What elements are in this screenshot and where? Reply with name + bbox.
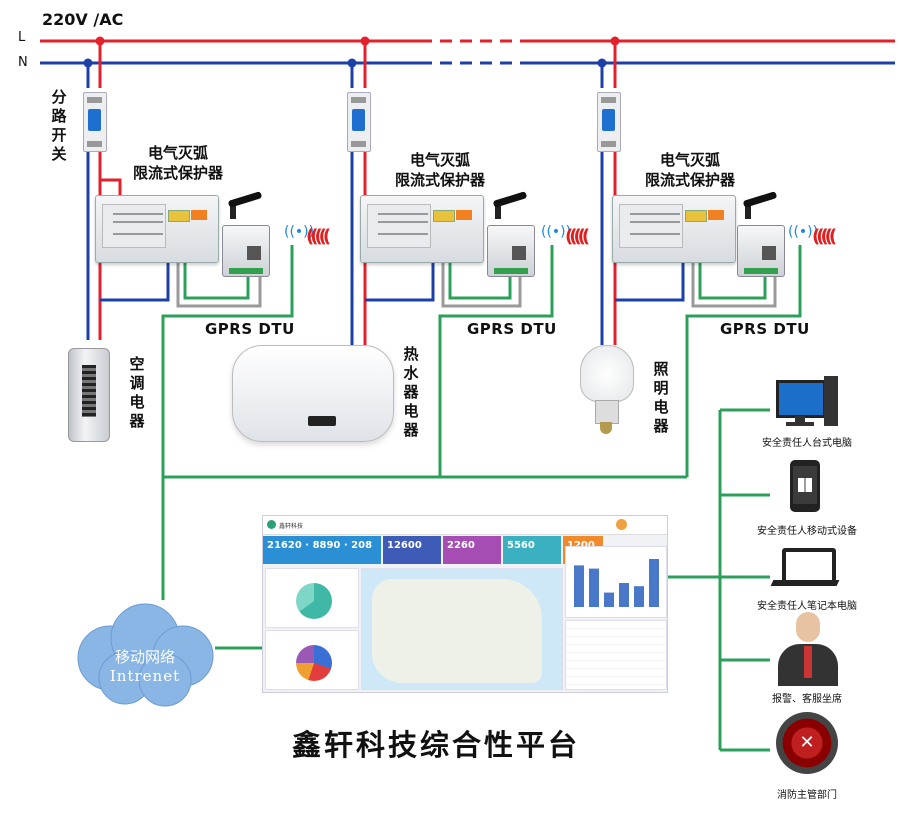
pie-panel-1 [265, 568, 359, 628]
phone-icon [790, 460, 820, 512]
alarm-list-panel [565, 620, 667, 690]
gprs-dtu-label-1: GPRS DTU [205, 320, 295, 338]
signal-waves-icon: ((((( [306, 226, 331, 247]
gprs-dtu-label-3: GPRS DTU [720, 320, 810, 338]
load-label-lighting: 照明电器 [653, 360, 669, 435]
signal-waves-icon: ((((( [812, 226, 837, 247]
wifi-icon: ((•)) [788, 224, 819, 240]
terminal-label-desktop: 安全责任人台式电脑 [762, 438, 852, 449]
breaker-2 [347, 92, 371, 152]
bar-mark [634, 586, 644, 607]
map-panel [361, 568, 563, 690]
bar-mark [574, 565, 584, 607]
neutral-label: N [18, 55, 28, 70]
brand-logo-icon [267, 520, 276, 529]
arc-protector-3 [612, 195, 736, 263]
wifi-icon: ((•)) [284, 224, 315, 240]
protector-title-1: 电气灭弧限流式保护器 [132, 144, 223, 182]
bar-mark [604, 592, 614, 607]
signal-waves-icon: ((((( [565, 226, 590, 247]
terminal-label-laptop: 安全责任人笔记本电脑 [757, 601, 857, 612]
load-label-ac: 空调电器 [129, 355, 145, 430]
gprs-dtu-1 [222, 225, 270, 277]
protector-title-2: 电气灭弧限流式保护器 [394, 151, 485, 189]
bar-chart [574, 559, 659, 607]
air-conditioner-icon [68, 348, 110, 442]
breaker-3 [597, 92, 621, 152]
laptop-icon [770, 548, 840, 588]
gprs-dtu-label-2: GPRS DTU [467, 320, 557, 338]
bar-mark [589, 568, 599, 607]
platform-dashboard: 鑫轩科技 21620 · 8890 · 208 12600 2260 5560 … [262, 515, 668, 693]
brand-name: 鑫轩科技 [279, 523, 304, 530]
terminal-label-mobile: 安全责任人移动式设备 [757, 526, 857, 537]
desktop-icon [776, 376, 838, 428]
fire-dept-icon: ✕ [776, 712, 838, 774]
gprs-dtu-2 [487, 225, 535, 277]
terminal-label-fire: 消防主管部门 [777, 790, 837, 801]
phase-label: L [18, 30, 26, 45]
breaker-1 [83, 92, 107, 152]
pie-panel-2 [265, 630, 359, 690]
cloud-icon [77, 603, 214, 707]
bar-mark [649, 559, 659, 607]
light-bulb-icon [580, 345, 634, 440]
bar-chart-panel [565, 546, 667, 618]
user-avatar [616, 519, 627, 530]
load-label-heater: 热水器电器 [403, 345, 419, 439]
platform-title: 鑫轩科技综合性平台 [292, 728, 581, 762]
voltage-label: 220V /AC [42, 10, 124, 29]
water-heater-icon [232, 345, 394, 442]
arc-protector-2 [360, 195, 484, 263]
wifi-icon: ((•)) [541, 224, 572, 240]
gprs-dtu-3 [737, 225, 785, 277]
agent-icon [778, 612, 838, 686]
terminal-label-agent: 报警、客服坐席 [772, 694, 842, 705]
breaker-label: 分路开关 [51, 88, 67, 163]
arc-protector-1 [95, 195, 219, 263]
bar-mark [619, 583, 629, 607]
protector-title-3: 电气灭弧限流式保护器 [644, 151, 735, 189]
